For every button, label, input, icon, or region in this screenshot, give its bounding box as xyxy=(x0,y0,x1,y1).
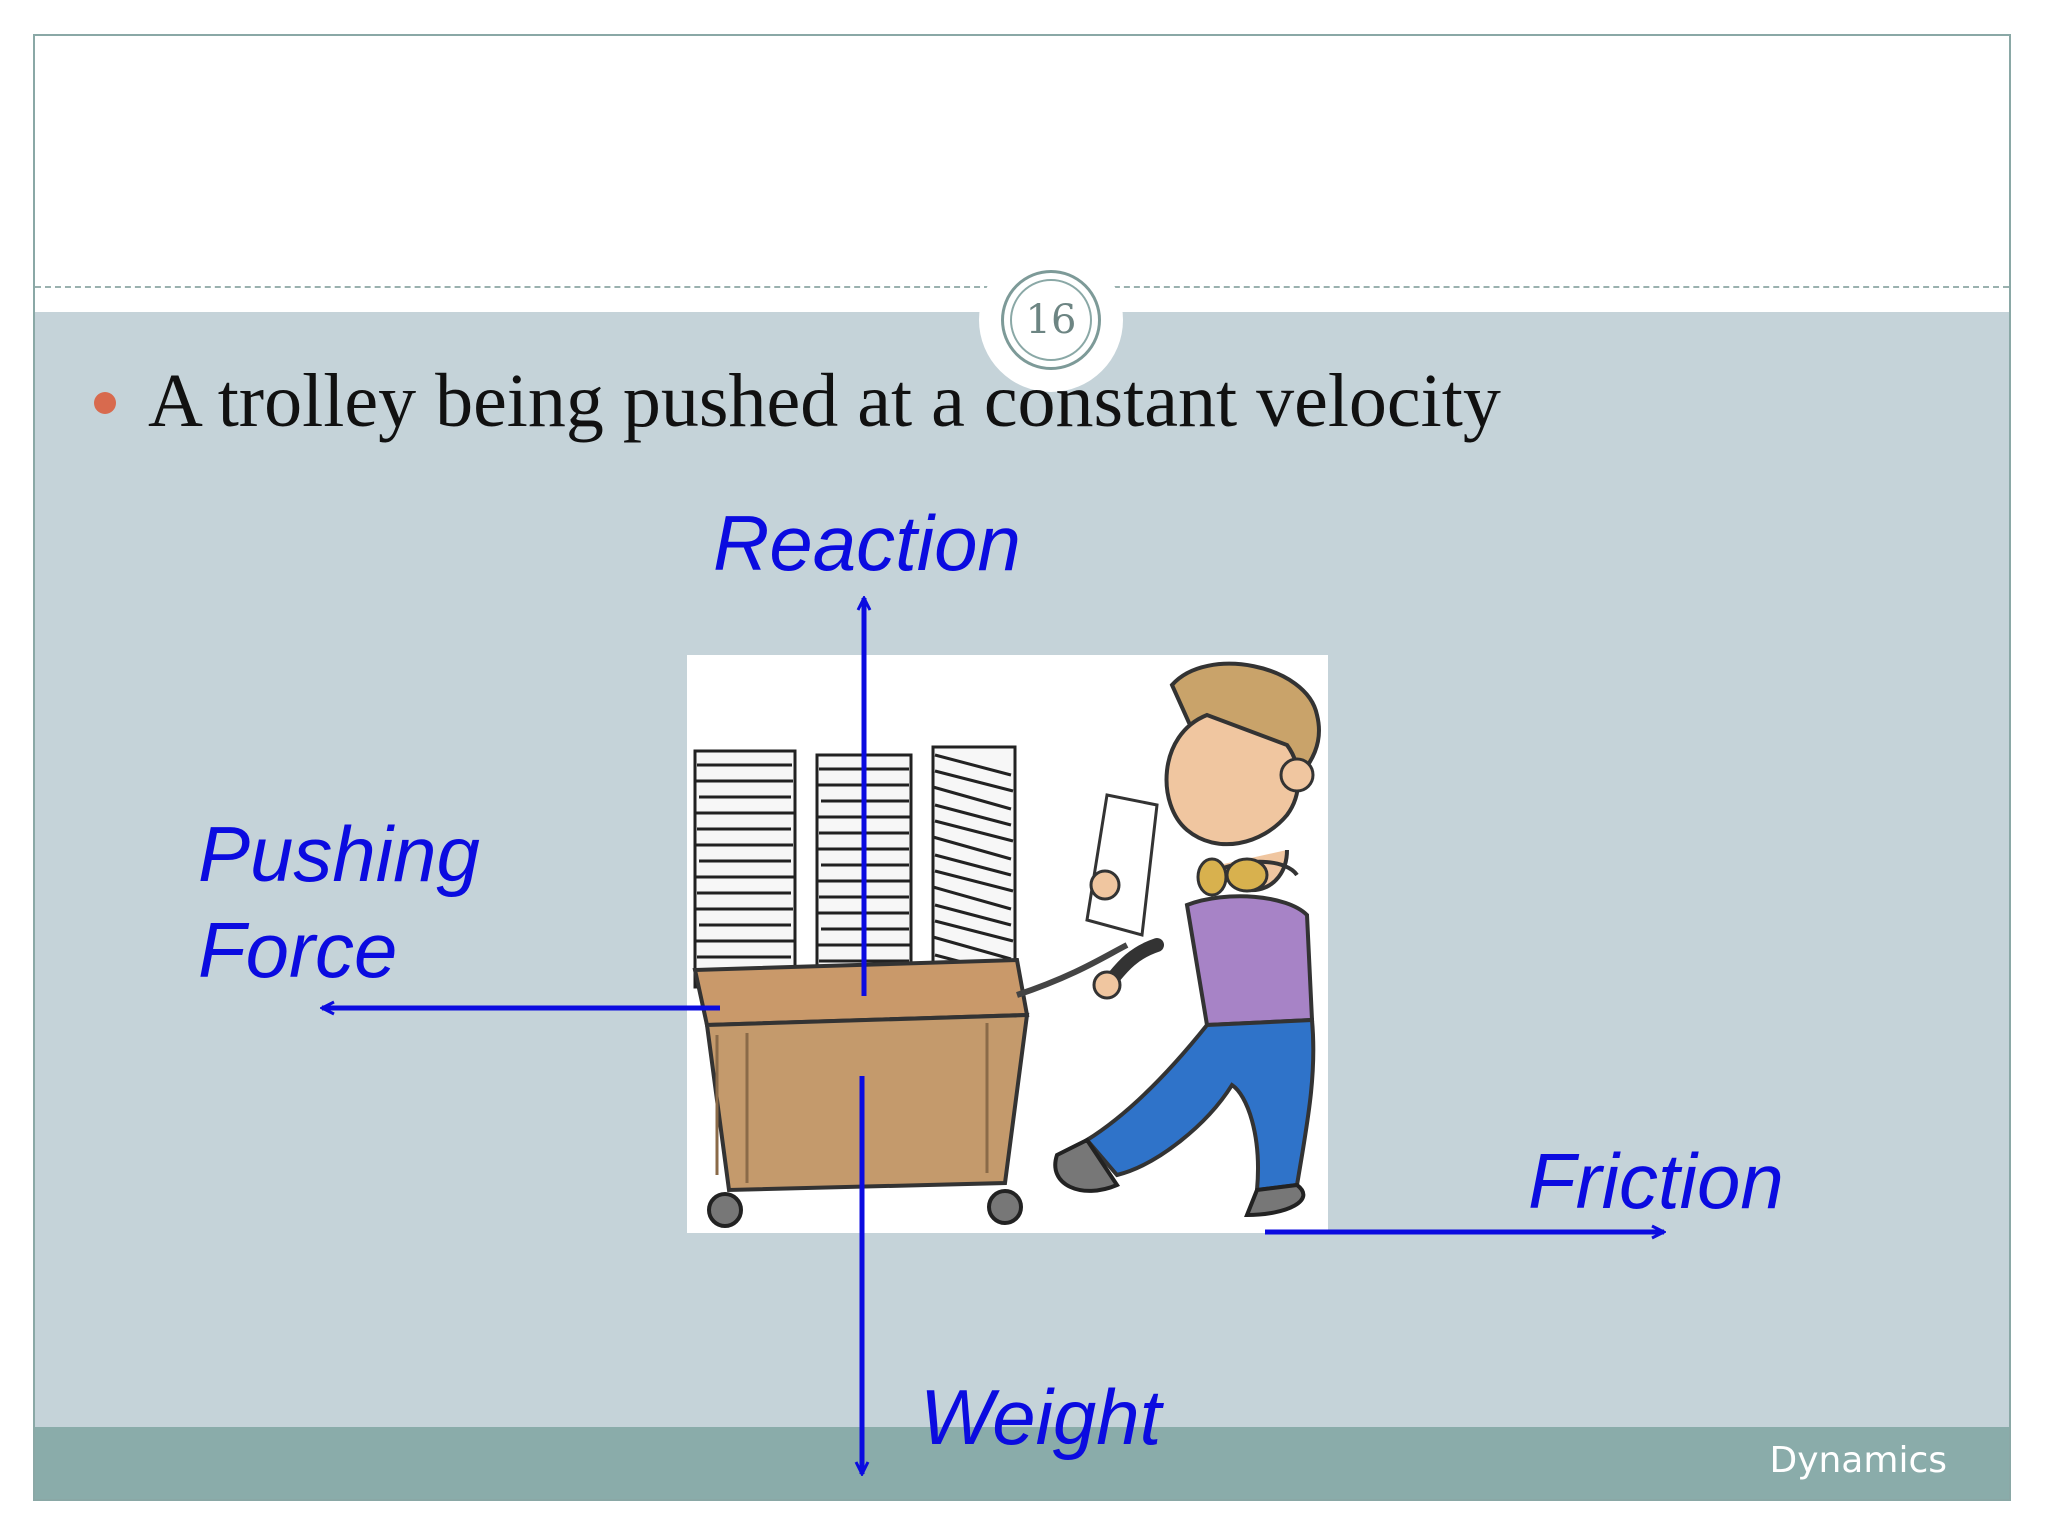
man-pushing-trolley-illustration xyxy=(687,655,1328,1233)
trolley-icon xyxy=(692,942,1129,1228)
paper-stack-icon xyxy=(693,745,1017,989)
page-number: 16 xyxy=(1025,297,1077,343)
bullet-text: A trolley being pushed at a constant vel… xyxy=(148,359,1501,443)
page-number-inner-ring xyxy=(1010,279,1092,361)
bullet-icon xyxy=(94,392,116,414)
man-icon xyxy=(1053,661,1321,1218)
weight-label: Weight xyxy=(920,1373,1162,1461)
reaction-label: Reaction xyxy=(713,499,1021,587)
pushing-force-label-line2: Force xyxy=(198,906,398,994)
pushing-force-label: Pushing Force xyxy=(198,806,480,998)
friction-label: Friction xyxy=(1528,1137,1784,1225)
pushing-force-label-line1: Pushing xyxy=(198,810,480,898)
slide-footer-band: Dynamics xyxy=(35,1427,2009,1499)
footer-label: Dynamics xyxy=(1769,1440,1947,1481)
page-number-badge: 16 xyxy=(1001,270,1101,370)
slide: Dynamics 16 xyxy=(33,34,2011,1501)
